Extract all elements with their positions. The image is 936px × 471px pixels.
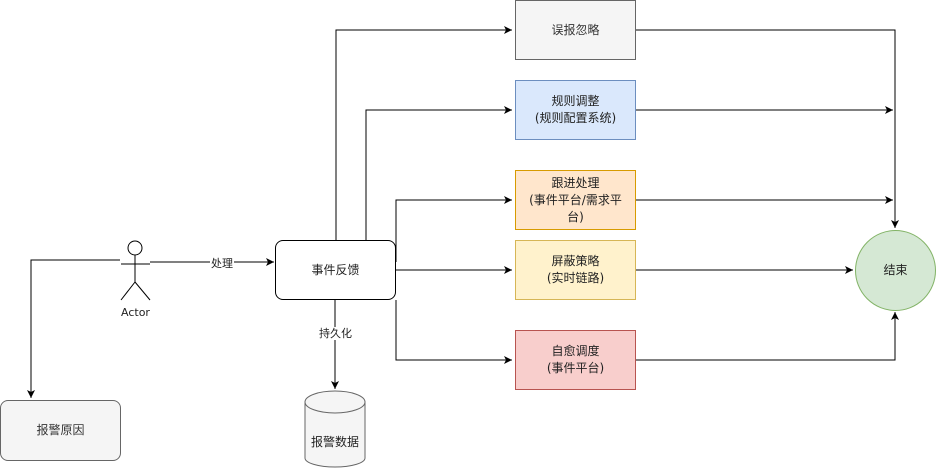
self-heal-label: 自愈调度 (事件平台) <box>546 344 605 375</box>
edge-misreport-to-end <box>636 29 899 228</box>
block-strategy-box: 屏蔽策略 (实时链路) <box>515 240 636 300</box>
alarm-data-text: 报警数据 <box>305 425 365 459</box>
alarm-data-label: 报警数据 <box>310 434 359 449</box>
edge-label-persist: 持久化 <box>318 327 353 340</box>
follow-up-box: 跟进处理 (事件平台/需求平 台) <box>515 170 636 230</box>
event-feedback-label: 事件反馈 <box>311 262 360 277</box>
follow-up-label: 跟进处理 (事件平台/需求平 台) <box>529 175 622 224</box>
edge-actor-to-alarm-reason <box>27 259 120 398</box>
rule-adjust-box: 规则调整 (规则配置系统) <box>515 80 636 140</box>
edge-event-to-self-heal <box>395 300 512 364</box>
edge-event-to-misreport <box>335 26 512 240</box>
actor-figure <box>120 240 151 301</box>
alarm-reason-label: 报警原因 <box>36 423 85 437</box>
alarm-reason-box: 报警原因 <box>0 400 121 461</box>
end-label: 结束 <box>883 263 908 277</box>
alarm-data-cylinder <box>304 390 366 468</box>
rule-adjust-label: 规则调整 (规则配置系统) <box>534 94 617 125</box>
end-node: 结束 <box>855 230 936 311</box>
edge-label-handle: 处理 <box>210 257 234 270</box>
event-feedback-box: 事件反馈 <box>275 240 396 300</box>
edge-event-to-rule-adjust <box>365 106 512 240</box>
edge-event-to-follow-up <box>395 196 512 262</box>
misreport-ignore-label: 误报忽略 <box>551 22 600 37</box>
actor-label: Actor <box>121 306 150 319</box>
self-heal-box: 自愈调度 (事件平台) <box>515 330 636 390</box>
misreport-ignore-box: 误报忽略 <box>515 0 636 60</box>
block-strategy-label: 屏蔽策略 (实时链路) <box>546 254 605 285</box>
edge-self-heal-to-end <box>636 312 899 361</box>
